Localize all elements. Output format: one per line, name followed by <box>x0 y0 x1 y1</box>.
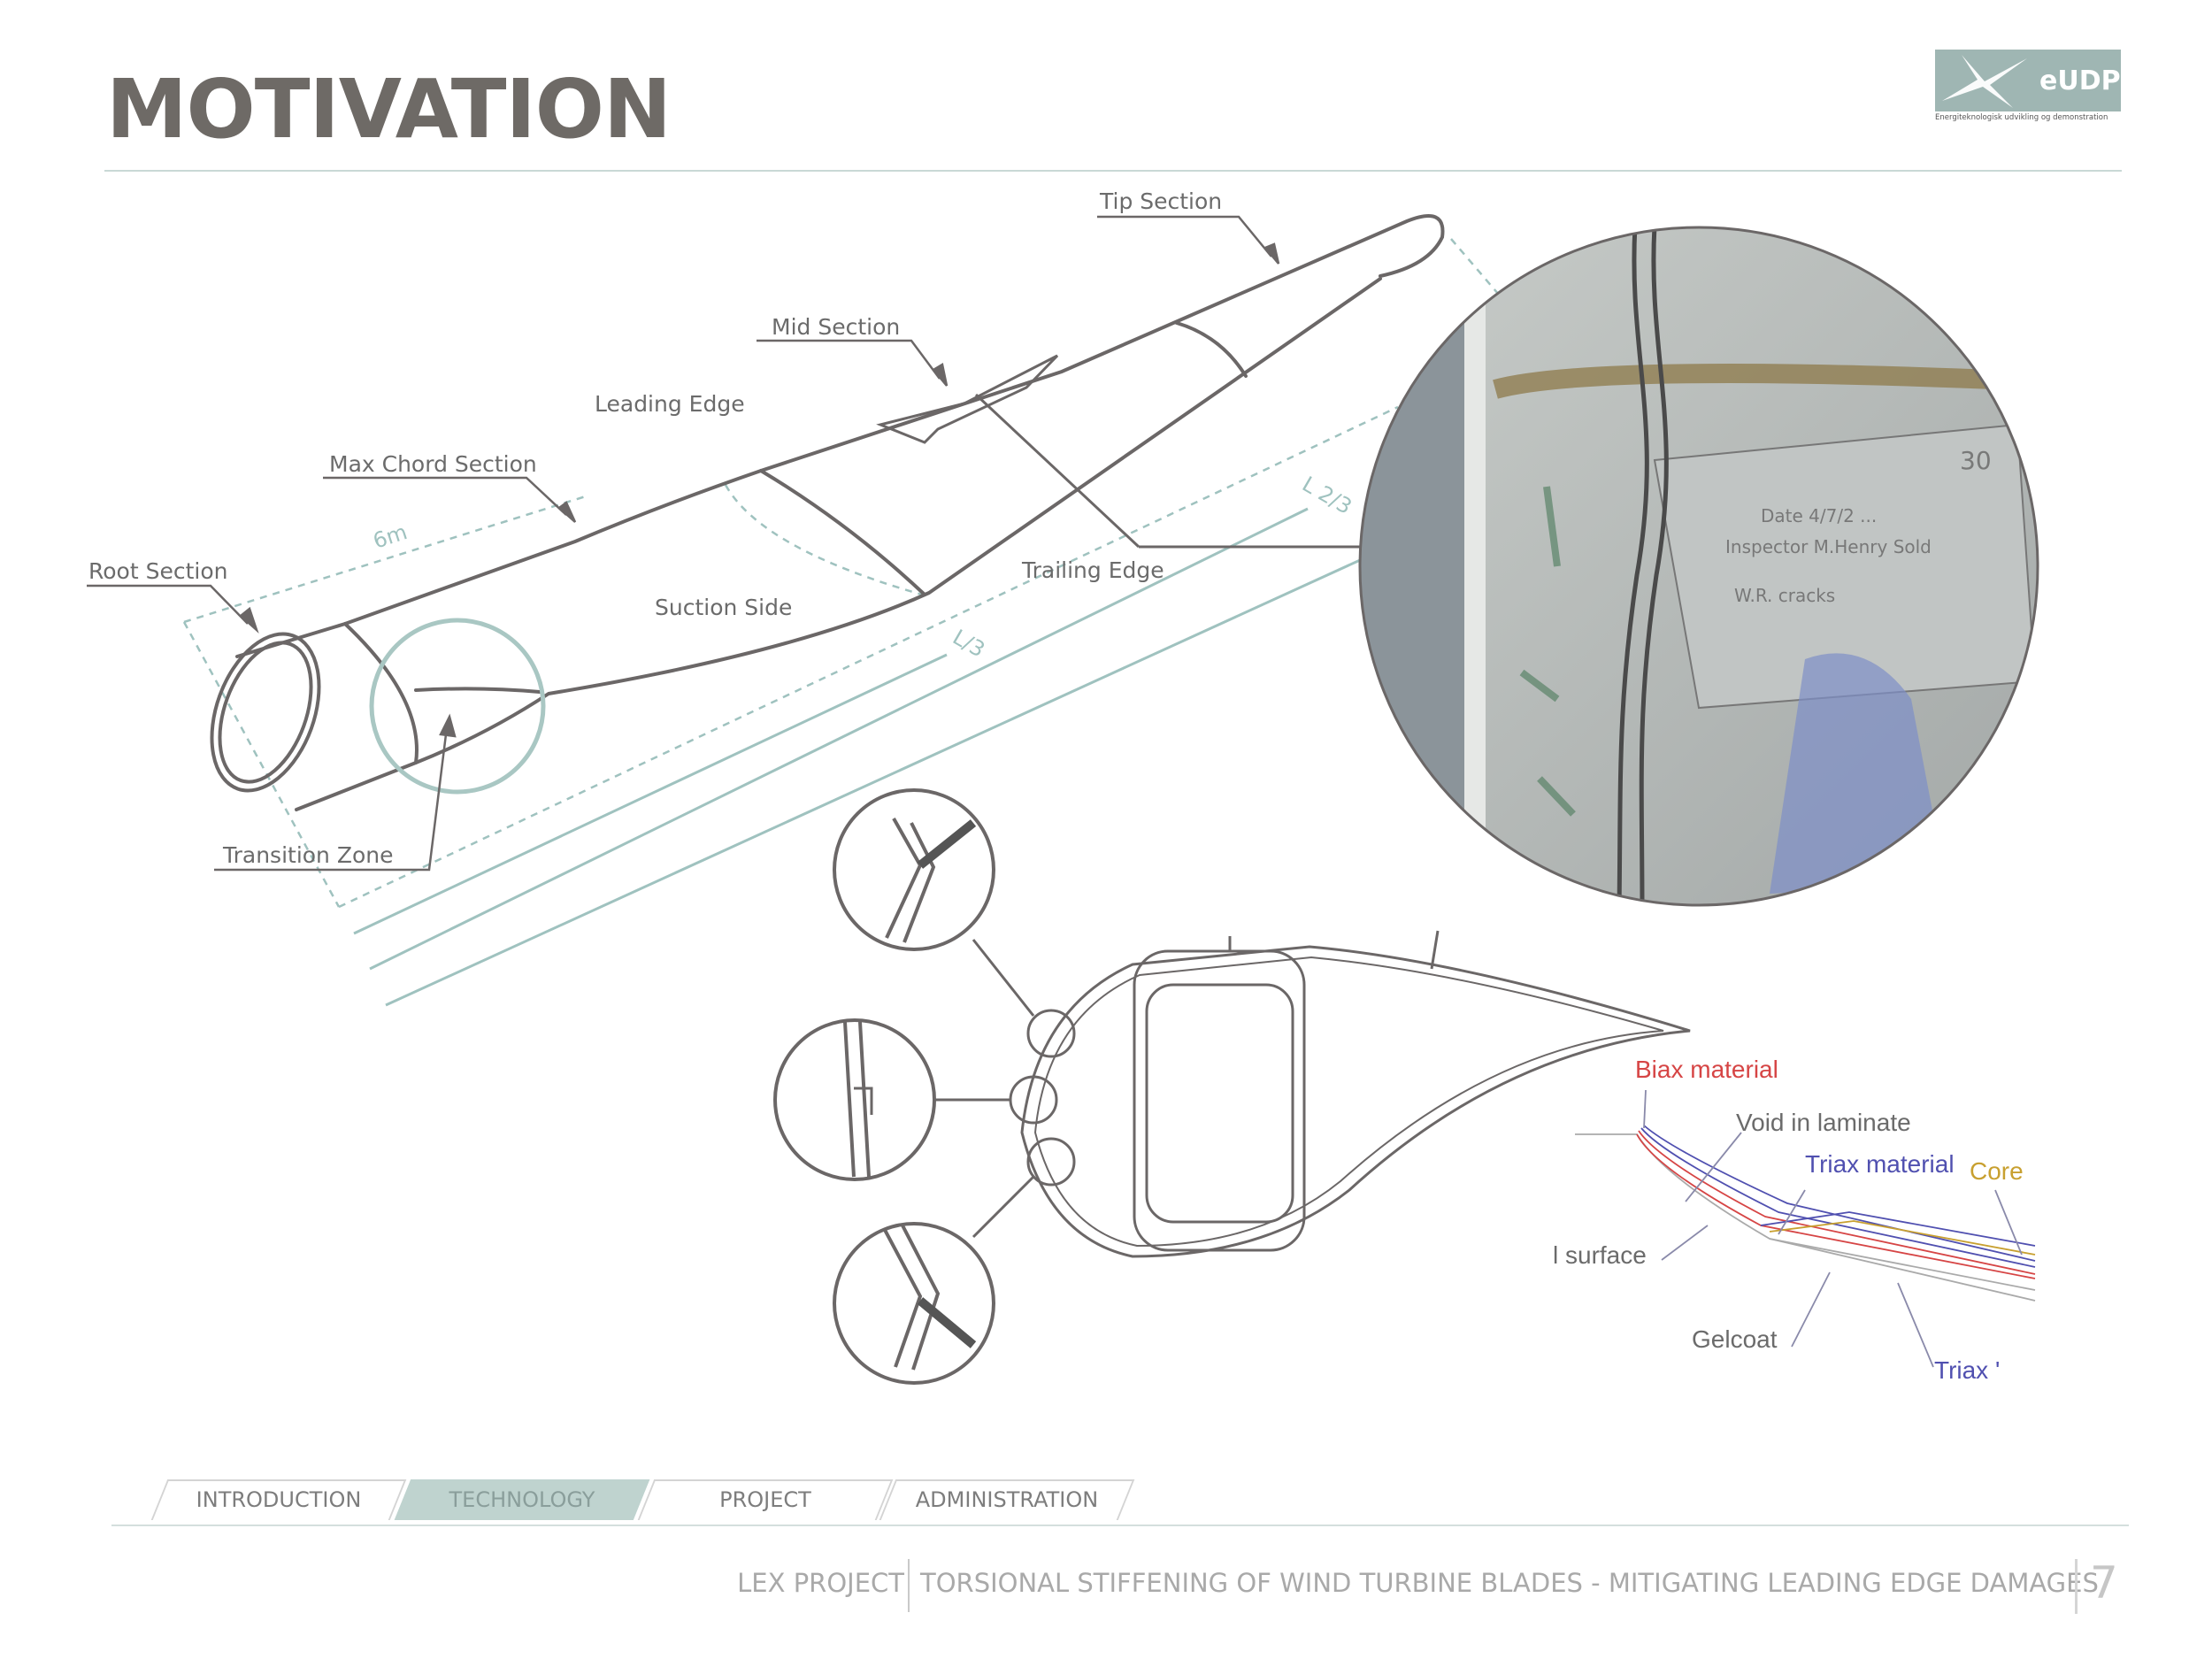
label-dim-6m: 6m <box>370 519 410 554</box>
dimension-guides <box>182 238 1505 909</box>
label-transition-zone: Transition Zone <box>222 842 394 868</box>
footer: LEX PROJECT TORSIONAL STIFFENING OF WIND… <box>0 1557 2212 1614</box>
tab-label: ADMINISTRATION <box>915 1487 1099 1512</box>
svg-text:Inspector M.Henry Sold: Inspector M.Henry Sold <box>1725 536 1932 557</box>
eudp-logo: eUDP Energiteknologisk udvikling og demo… <box>1935 50 2121 126</box>
tab-label: TECHNOLOGY <box>449 1487 595 1512</box>
label-leaders <box>87 215 1280 872</box>
label-biax-material: Biax material <box>1635 1056 1778 1083</box>
footer-subtitle: TORSIONAL STIFFENING OF WIND TURBINE BLA… <box>920 1568 2099 1598</box>
label-leading-edge: Leading Edge <box>595 391 745 417</box>
tab-administration[interactable]: ADMINISTRATION <box>879 1479 1135 1520</box>
label-trailing-edge: Trailing Edge <box>1021 557 1164 583</box>
laminate-leaders <box>1643 1089 2023 1368</box>
label-core: Core <box>1970 1157 2024 1185</box>
svg-text:Date 4/7/2 ...: Date 4/7/2 ... <box>1761 505 1877 526</box>
label-surface: l surface <box>1553 1241 1647 1269</box>
label-dim-l3: L/3 <box>949 625 989 663</box>
laminate-detail <box>1575 1125 2036 1302</box>
tab-label: PROJECT <box>719 1487 811 1512</box>
svg-text:W.R. cracks: W.R. cracks <box>1734 585 1835 606</box>
joint-detail-top <box>833 788 995 951</box>
page-separator <box>2075 1559 2078 1614</box>
label-dim-l23: L 2/3 <box>1298 472 1356 519</box>
logo-subtitle: Energiteknologisk udvikling og demonstra… <box>1935 113 2108 122</box>
star-icon <box>1942 55 2027 108</box>
airfoil-cross-section <box>933 930 1691 1258</box>
nav-divider <box>111 1525 2129 1526</box>
label-gelcoat: Gelcoat <box>1692 1325 1778 1353</box>
title-divider <box>104 170 2122 172</box>
tab-introduction[interactable]: INTRODUCTION <box>150 1479 407 1520</box>
photo-frame <box>1358 226 2039 907</box>
label-triax-cut: Triax ' <box>1934 1356 2000 1384</box>
page-number: 7 <box>2090 1557 2118 1609</box>
joint-detail-bottom <box>833 1222 995 1385</box>
svg-text:30: 30 <box>1960 446 1992 475</box>
page-title: MOTIVATION <box>106 62 672 157</box>
tab-technology[interactable]: TECHNOLOGY <box>394 1479 650 1520</box>
transition-zone-marker <box>369 618 546 795</box>
length-lines <box>353 507 1390 1007</box>
label-mid-section: Mid Section <box>772 314 900 340</box>
logo-background <box>1935 50 2121 111</box>
tab-project[interactable]: PROJECT <box>637 1479 894 1520</box>
label-tip-section: Tip Section <box>1099 188 1222 214</box>
label-void-in-laminate: Void in laminate <box>1736 1109 1911 1136</box>
label-max-chord-section: Max Chord Section <box>329 451 537 477</box>
tab-label: INTRODUCTION <box>196 1487 362 1512</box>
blade-outline <box>210 214 1445 811</box>
footer-separator <box>908 1559 910 1612</box>
footer-project: LEX PROJECT <box>737 1568 904 1598</box>
label-triax-material: Triax material <box>1805 1150 1955 1178</box>
label-root-section: Root Section <box>88 558 227 584</box>
joint-detail-middle <box>773 1018 936 1181</box>
logo-wordmark: eUDP <box>2039 65 2121 96</box>
section-nav: INTRODUCTION TECHNOLOGY PROJECT ADMINIST… <box>150 1479 1141 1522</box>
label-suction-side: Suction Side <box>655 595 792 620</box>
